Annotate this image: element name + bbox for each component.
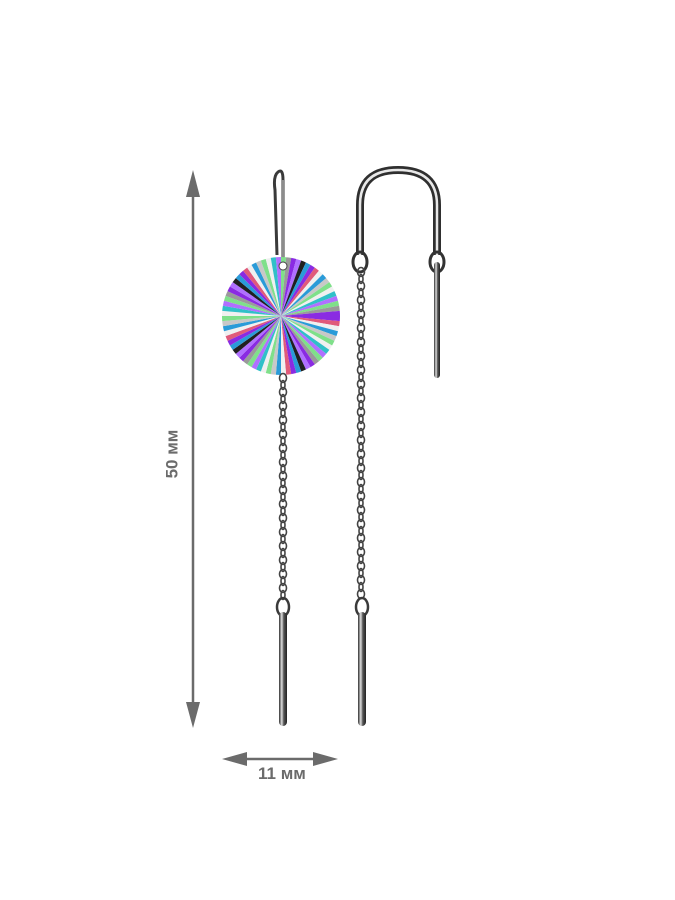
chain (278, 372, 288, 601)
width-label: 11 мм (258, 764, 306, 783)
bar-end (279, 612, 287, 726)
chain (356, 266, 366, 600)
left-earring (222, 169, 340, 726)
bar-end (358, 612, 366, 726)
width-dimension-arrow (222, 752, 338, 766)
holographic-disc (222, 257, 340, 375)
height-dimension-arrow (186, 170, 200, 728)
right-earring (351, 165, 446, 726)
height-label: 50 мм (162, 429, 182, 479)
disc-edge (434, 262, 440, 378)
